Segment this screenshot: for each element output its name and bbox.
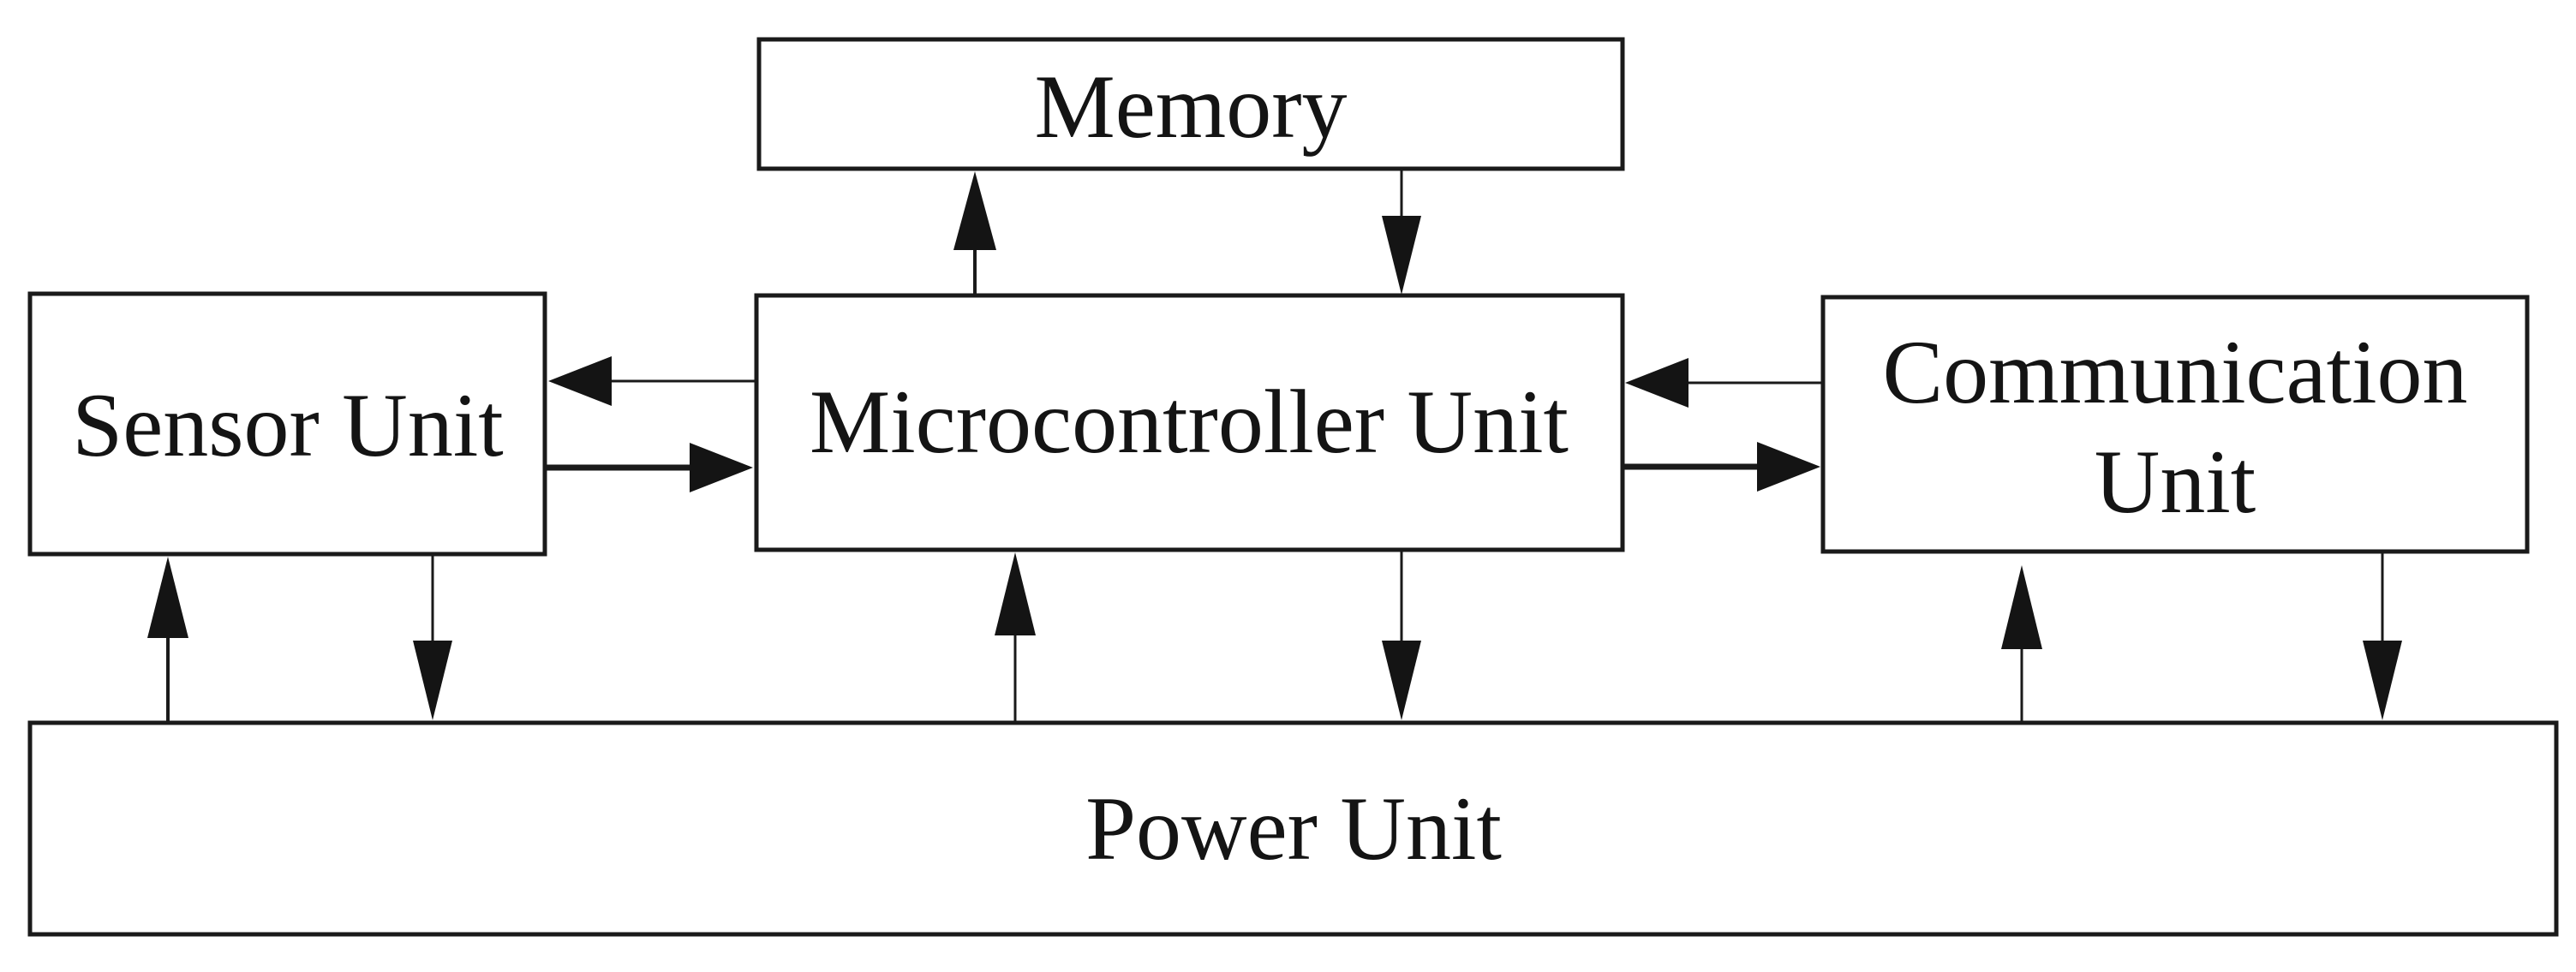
arrow-mcu-to-memory (953, 171, 996, 295)
arrow-down-icon (1382, 641, 1421, 720)
arrow-right-icon (690, 443, 753, 492)
arrow-comm-to-mcu (1625, 358, 1823, 408)
communication-unit-box (1820, 295, 2530, 554)
communication-unit-block: Communication Unit (1820, 295, 2530, 554)
arrow-down-icon (2363, 641, 2402, 720)
arrow-power-to-sensor (147, 557, 188, 724)
arrow-sensor-to-mcu (545, 443, 753, 492)
arrow-left-icon (548, 356, 612, 406)
microcontroller-unit-box (754, 293, 1625, 552)
memory-box (756, 37, 1625, 171)
power-unit-box (27, 720, 2559, 937)
communication-unit-label-line1: Communication (1882, 322, 2467, 422)
arrow-comm-to-power (2363, 552, 2402, 720)
arrow-sensor-to-power (413, 554, 452, 720)
arrow-down-icon (1382, 216, 1421, 295)
arrow-mcu-to-comm (1623, 442, 1820, 492)
arrow-right-icon (1757, 442, 1820, 492)
sensor-unit-block: Sensor Unit (27, 291, 547, 557)
arrow-up-icon (995, 552, 1036, 635)
arrow-power-to-comm (2001, 565, 2042, 724)
arrow-left-icon (1625, 358, 1688, 408)
arrow-up-icon (147, 557, 188, 638)
arrow-mcu-to-sensor (548, 356, 756, 406)
arrow-down-icon (413, 641, 452, 720)
arrow-up-icon (953, 171, 996, 250)
microcontroller-unit-block: Microcontroller Unit (754, 293, 1625, 552)
power-unit-block: Power Unit (27, 720, 2559, 937)
memory-block: Memory (756, 37, 1625, 171)
power-unit-label: Power Unit (1085, 778, 1502, 879)
arrow-memory-to-mcu (1382, 170, 1421, 295)
arrow-mcu-to-power (1382, 550, 1421, 720)
sensor-unit-box (27, 291, 547, 557)
microcontroller-unit-label: Microcontroller Unit (810, 372, 1569, 472)
arrow-up-icon (2001, 565, 2042, 649)
memory-label: Memory (1034, 57, 1347, 157)
sensor-unit-label: Sensor Unit (72, 375, 504, 475)
arrow-power-to-mcu (995, 552, 1036, 724)
communication-unit-label-line2: Unit (2095, 432, 2256, 532)
